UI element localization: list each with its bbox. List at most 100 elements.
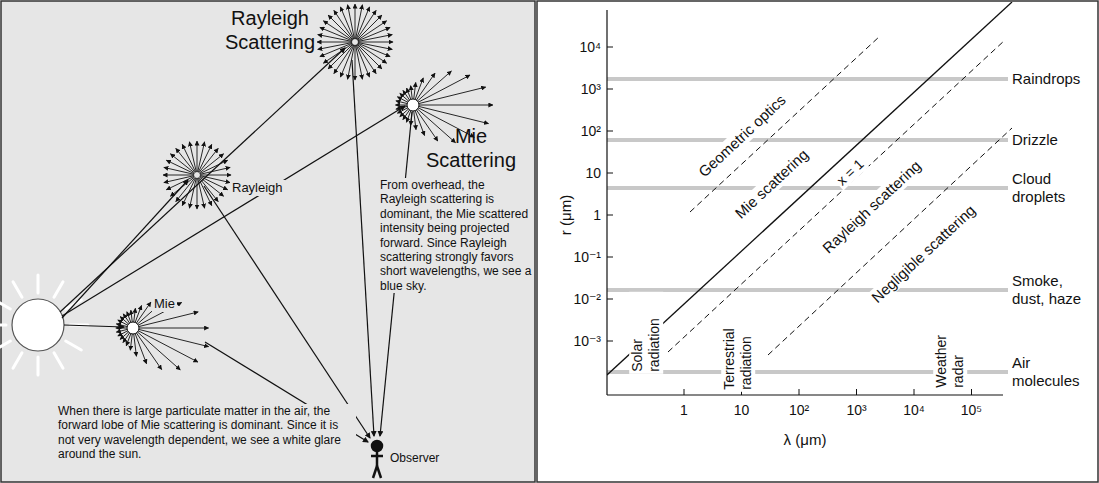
scatter-arrow	[415, 71, 451, 103]
y-tick-label: 10⁻³	[573, 333, 601, 350]
y-tick-label: 10³	[581, 81, 601, 98]
scatter-arrow	[358, 35, 392, 42]
sun-ray	[13, 353, 22, 369]
sun-ray	[0, 324, 6, 327]
scatter-arrow	[416, 105, 493, 106]
radiation-label: Terrestrial radiation	[721, 308, 755, 392]
scatter-arrow	[358, 27, 390, 40]
observer-label: Observer	[388, 451, 441, 465]
scatter-arrow	[356, 45, 363, 79]
particle-label: Smoke, dust, haze	[1012, 272, 1096, 308]
y-tick	[607, 341, 613, 342]
scatter-arrow	[200, 167, 230, 174]
y-tick-label: 10⁻²	[573, 291, 601, 308]
y-tick-label: 10²	[581, 123, 601, 140]
scatter-arrow	[136, 328, 209, 329]
x-tick	[914, 389, 915, 395]
scatter-arrow	[163, 175, 194, 176]
radiation-label: Weather radar	[933, 320, 967, 390]
y-tick-label: 10	[585, 165, 601, 182]
x-tick-label: 10⁴	[903, 402, 925, 419]
sun-ray	[66, 341, 82, 350]
sun-ray	[37, 275, 40, 293]
mie-particle	[127, 322, 139, 334]
x-tick	[684, 389, 685, 395]
x-tick	[856, 389, 857, 395]
scatter-arrow	[355, 45, 356, 80]
scatter-arrow	[197, 178, 198, 209]
panel-title: Rayleigh Scattering	[200, 6, 340, 54]
scatter-arrow	[164, 176, 194, 183]
scatter-arrow	[355, 4, 356, 39]
scatter-arrow	[358, 43, 392, 50]
scatter-arrow	[182, 144, 195, 172]
x-tick-label: 1	[680, 402, 688, 419]
scatter-arrow	[135, 330, 162, 369]
y-tick	[607, 299, 613, 300]
note-text: From overhead, the Rayleigh scattering i…	[378, 178, 534, 293]
scatter-arrow	[348, 45, 355, 79]
scatter-arrow	[200, 175, 231, 176]
x-tick-label: 10	[734, 402, 750, 419]
y-tick	[607, 47, 613, 48]
sun-ray	[54, 282, 63, 298]
light-ray	[64, 325, 124, 327]
sun	[12, 299, 64, 351]
sun-ray	[54, 353, 63, 369]
panel-title: Mie Scattering	[412, 124, 530, 172]
particle-label: Drizzle	[1012, 131, 1058, 149]
sun-ray	[13, 282, 22, 298]
scatter-arrow	[135, 330, 180, 370]
scatter-arrow	[197, 141, 198, 172]
scatter-arrow	[323, 21, 352, 40]
scatter-arrow	[356, 5, 363, 39]
left-panel	[1, 1, 535, 482]
x-tick	[971, 389, 972, 395]
scatter-arrow	[320, 43, 352, 56]
scatter-arrow	[166, 176, 194, 189]
scatter-arrow	[189, 142, 196, 172]
scatter-arrow	[136, 312, 198, 327]
light-ray	[60, 48, 345, 312]
mie-particle	[407, 99, 419, 111]
scatter-arrow	[416, 106, 489, 124]
light-paths	[60, 48, 412, 442]
x-tick-label: 10³	[846, 402, 866, 419]
scatter-arrow	[198, 142, 205, 172]
sun-ray	[0, 341, 10, 350]
scatter-arrow	[414, 78, 423, 102]
scatter-arrow	[136, 329, 209, 347]
radiation-label: Solar radiation	[629, 292, 663, 374]
scatter-arrow	[318, 35, 352, 42]
axis-title: λ (μm)	[784, 431, 827, 449]
x-tick-label: 10²	[789, 402, 809, 419]
scatter-arrow	[198, 178, 205, 208]
scatter-arrow	[356, 45, 369, 77]
scatter-arrow	[340, 7, 353, 39]
y-tick	[607, 131, 613, 132]
axis-title: r (μm)	[557, 195, 575, 235]
scatter-arrow	[189, 178, 196, 208]
scatter-arrow	[318, 43, 352, 50]
y-tick	[607, 215, 613, 216]
scatter-arrow	[348, 5, 355, 39]
light-ray	[62, 106, 405, 316]
scatter-arrow	[317, 42, 352, 43]
y-tick	[607, 173, 613, 174]
scatter-arrow	[358, 42, 393, 43]
y-tick	[607, 257, 613, 258]
scatter-arrow	[416, 87, 486, 104]
light-ray	[204, 186, 370, 438]
scatter-arrow	[416, 75, 470, 104]
light-ray	[352, 60, 374, 436]
pattern-label: Rayleigh	[230, 180, 285, 196]
particle-label: Air molecules	[1012, 354, 1096, 390]
scatter-arrow	[357, 44, 386, 63]
sun-ray	[0, 300, 10, 309]
scatter-arrow	[357, 10, 376, 39]
y-tick-label: 1	[593, 207, 601, 224]
axes	[607, 10, 1003, 395]
particle-label: Raindrops	[1012, 70, 1080, 88]
y-tick-label: 10⁴	[579, 39, 601, 56]
